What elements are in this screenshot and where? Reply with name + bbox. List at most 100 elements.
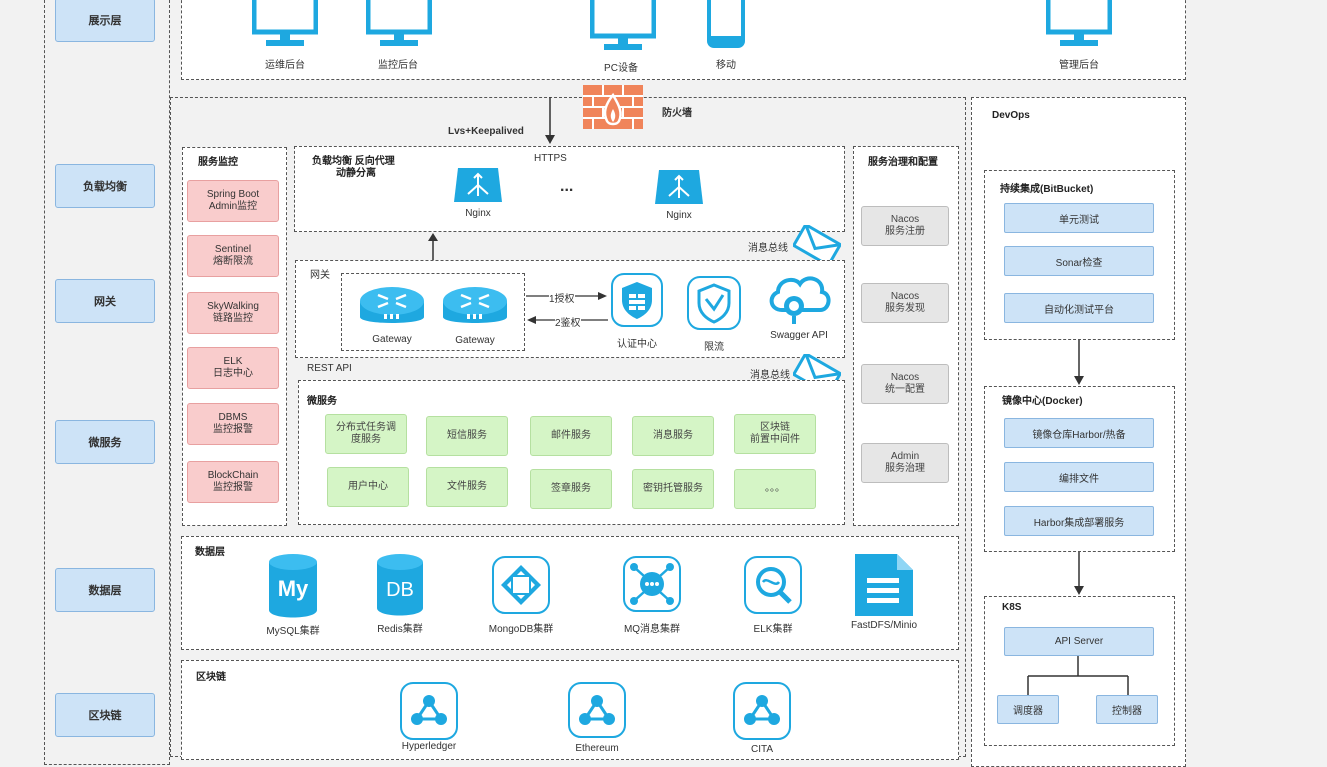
device-label-mobile: 移动 <box>716 60 736 71</box>
nginx-ellipsis: ... <box>560 178 574 195</box>
auth-center-label: 认证中心 <box>617 339 657 350</box>
rest-api-label: REST API <box>307 363 352 374</box>
orchestration-files[interactable]: 编排文件 <box>1004 462 1154 492</box>
verify-label: 2鉴权 <box>555 314 581 329</box>
ci-box <box>984 170 1175 340</box>
auto-test-platform[interactable]: 自动化测试平台 <box>1004 293 1154 323</box>
nginx-icon <box>655 170 703 204</box>
router-icon <box>360 287 424 323</box>
nginx-label-1: Nginx <box>465 208 491 219</box>
service-monitor-title: 服务监控 <box>198 157 238 168</box>
monitor-skywalking[interactable]: SkyWalking 链路监控 <box>187 292 279 334</box>
redis-icon: DB <box>377 554 423 616</box>
harbor-registry[interactable]: 镜像仓库Harbor/热备 <box>1004 418 1154 448</box>
ms-more[interactable]: 。。。 <box>734 469 816 509</box>
layer-load-balance[interactable]: 负载均衡 <box>55 164 155 208</box>
data-layer-title: 数据层 <box>195 547 225 558</box>
ci-title: 持续集成(BitBucket) <box>1000 184 1094 195</box>
rate-limit-icon <box>687 276 741 330</box>
layer-column <box>44 0 170 765</box>
gateway-label-2: Gateway <box>455 335 495 346</box>
swagger-api-label: Swagger API <box>770 330 828 341</box>
ms-blockchain-middleware[interactable]: 区块链 前置中间件 <box>734 414 816 454</box>
lvs-label: Lvs+Keepalived <box>448 126 524 137</box>
lvs-arrow <box>545 97 555 144</box>
unit-test[interactable]: 单元测试 <box>1004 203 1154 233</box>
message-bus-label-1: 消息总线 <box>748 243 788 254</box>
registry-k8s-arrow <box>1074 552 1084 595</box>
mq-icon <box>623 556 681 612</box>
monitor-icon <box>1046 0 1112 46</box>
gateway-label-1: Gateway <box>372 334 412 345</box>
monitor-dbms[interactable]: DBMS 监控报警 <box>187 403 279 445</box>
router-icon <box>443 287 507 323</box>
blockchain-layer-title: 区块链 <box>196 672 226 683</box>
firewall-icon <box>583 85 643 129</box>
ms-email[interactable]: 邮件服务 <box>530 416 612 456</box>
api-server[interactable]: API Server <box>1004 627 1154 656</box>
ms-sms[interactable]: 短信服务 <box>426 416 508 456</box>
redis-label: Redis集群 <box>377 624 423 635</box>
monitor-icon <box>590 0 656 50</box>
elk-label: ELK集群 <box>753 624 793 635</box>
display-layer-box <box>181 0 1186 80</box>
layer-data[interactable]: 数据层 <box>55 568 155 612</box>
ci-registry-arrow <box>1074 340 1084 385</box>
k8s-scheduler[interactable]: 调度器 <box>997 695 1059 724</box>
file-storage-icon <box>855 554 913 616</box>
mysql-icon-text: My <box>278 576 309 601</box>
nginx-label-2: Nginx <box>666 210 692 221</box>
ms-file[interactable]: 文件服务 <box>426 467 508 507</box>
monitor-icon <box>366 0 432 46</box>
monitor-elk[interactable]: ELK 日志中心 <box>187 347 279 389</box>
layer-gateway[interactable]: 网关 <box>55 279 155 323</box>
ms-key-escrow[interactable]: 密钥托管服务 <box>632 469 714 509</box>
ethereum-icon <box>568 682 626 738</box>
k8s-connector <box>1027 656 1129 696</box>
cloud-api-icon <box>769 276 831 324</box>
cita-label: CITA <box>750 744 774 755</box>
layer-blockchain[interactable]: 区块链 <box>55 693 155 737</box>
harbor-deploy-service[interactable]: Harbor集成部署服务 <box>1004 506 1154 536</box>
monitor-spring-boot-admin[interactable]: Spring Boot Admin监控 <box>187 180 279 222</box>
nacos-config[interactable]: Nacos 统一配置 <box>861 364 949 404</box>
microservice-title: 微服务 <box>307 396 337 407</box>
ethereum-label: Ethereum <box>575 743 619 754</box>
fastdfs-label: FastDFS/Minio <box>850 620 918 631</box>
k8s-controller[interactable]: 控制器 <box>1096 695 1158 724</box>
cita-icon <box>733 682 791 740</box>
load-balancer-title-1: 负载均衡 反向代理 <box>312 156 395 167</box>
monitor-sentinel[interactable]: Sentinel 熔断限流 <box>187 235 279 277</box>
ms-user-center[interactable]: 用户中心 <box>327 467 409 507</box>
monitor-blockchain[interactable]: BlockChain 监控报警 <box>187 461 279 503</box>
admin-governance[interactable]: Admin 服务治理 <box>861 443 949 483</box>
https-label: HTTPS <box>534 153 567 164</box>
k8s-box <box>984 596 1175 746</box>
gateway-cluster <box>341 273 525 351</box>
ms-message[interactable]: 消息服务 <box>632 416 714 456</box>
load-balancer-title-2: 动静分离 <box>336 168 376 179</box>
nacos-discovery[interactable]: Nacos 服务发现 <box>861 283 949 323</box>
device-label-pc: PC设备 <box>604 63 638 74</box>
mongodb-icon <box>492 556 550 614</box>
hyperledger-label: Hyperledger <box>401 741 457 752</box>
device-label-ops: 运维后台 <box>265 60 305 71</box>
ms-distributed-task[interactable]: 分布式任务调 度服务 <box>325 414 407 454</box>
message-bus-label-2: 消息总线 <box>750 370 790 381</box>
monitor-icon <box>252 0 318 46</box>
nacos-registry[interactable]: Nacos 服务注册 <box>861 206 949 246</box>
rate-limit-label: 限流 <box>704 342 724 353</box>
nginx-icon <box>454 168 502 202</box>
auth-center-icon <box>611 273 663 327</box>
registry-box <box>984 386 1175 552</box>
layer-microservice[interactable]: 微服务 <box>55 420 155 464</box>
mobile-icon <box>707 0 745 48</box>
firewall-label: 防火墙 <box>662 108 692 119</box>
layer-display[interactable]: 展示层 <box>55 0 155 42</box>
elk-icon <box>744 556 802 614</box>
sonar-check[interactable]: Sonar检查 <box>1004 246 1154 276</box>
k8s-title: K8S <box>1002 602 1022 613</box>
registry-title: 镜像中心(Docker) <box>1002 396 1083 407</box>
ms-signature[interactable]: 签章服务 <box>530 469 612 509</box>
device-label-monitor: 监控后台 <box>378 60 418 71</box>
